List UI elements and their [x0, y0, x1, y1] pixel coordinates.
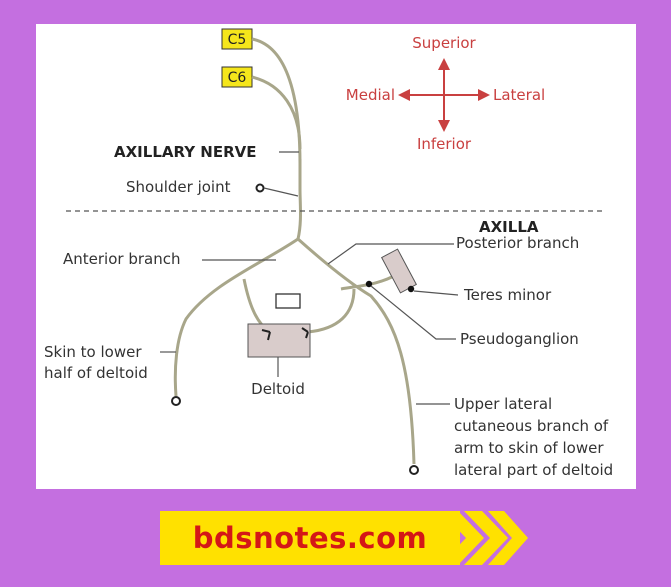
teres-minor-leader — [413, 290, 459, 296]
empty-box — [275, 293, 301, 309]
site-banner[interactable]: bdsnotes.com — [160, 511, 460, 565]
diagram-panel: C5 C6 — [36, 24, 636, 489]
ulc-label-line1: Upper lateral — [454, 395, 552, 413]
anterior-branch-nerve — [173, 237, 299, 397]
ulc-label-line3: arm to skin of lower — [454, 439, 604, 457]
c6-label: C6 — [228, 70, 247, 86]
chevron-arrows-icon — [440, 511, 528, 565]
shoulder-joint-leader — [263, 187, 299, 197]
c5-root-nerve — [251, 37, 302, 165]
c6-root-tag: C6 — [221, 66, 253, 88]
anterior-branch-label: Anterior branch — [63, 250, 180, 268]
ulc-label-line2: cutaneous branch of — [454, 417, 609, 435]
teres-minor-dot — [407, 285, 415, 293]
posterior-branch-label: Posterior branch — [456, 234, 579, 252]
banner-text: bdsnotes.com — [192, 521, 428, 555]
medial-label: Medial — [346, 86, 395, 104]
shoulder-joint-point — [255, 183, 265, 193]
lateral-label: Lateral — [493, 86, 545, 104]
c5-root-tag: C5 — [221, 28, 253, 50]
banner-chevrons — [440, 511, 530, 565]
skin-label-line1: Skin to lower — [44, 343, 142, 361]
c5-label: C5 — [228, 32, 247, 48]
pseudoganglion-leader — [370, 285, 456, 340]
cutaneous-terminal-point — [409, 465, 419, 475]
posterior-branch-nerve — [297, 237, 416, 465]
pseudoganglion-label: Pseudoganglion — [460, 330, 579, 348]
axilla-label: AXILLA — [479, 218, 539, 236]
posterior-branch-leader — [327, 243, 454, 265]
c6-root-nerve — [251, 75, 302, 150]
deltoid-muscle — [247, 323, 311, 358]
deltoid-branch-left-end — [261, 329, 271, 341]
deltoid-label: Deltoid — [251, 380, 305, 398]
orientation-compass: Superior Inferior Medial Lateral — [346, 34, 545, 153]
pseudoganglion-dot — [365, 280, 373, 288]
axillary-nerve-label: AXILLARY NERVE — [114, 143, 257, 161]
teres-minor-label: Teres minor — [463, 286, 552, 304]
skin-terminal-point — [171, 396, 181, 406]
teres-minor-branch — [340, 274, 395, 291]
deltoid-branch-right-end — [301, 327, 309, 339]
shoulder-joint-label: Shoulder joint — [126, 178, 231, 196]
axillary-nerve-trunk — [296, 159, 302, 240]
axillary-nerve-diagram: C5 C6 — [44, 28, 613, 479]
superior-label: Superior — [412, 34, 476, 52]
inferior-label: Inferior — [417, 135, 472, 153]
skin-label-line2: half of deltoid — [44, 364, 148, 382]
deltoid-branch-right — [307, 288, 356, 334]
ulc-label-line4: lateral part of deltoid — [454, 461, 613, 479]
